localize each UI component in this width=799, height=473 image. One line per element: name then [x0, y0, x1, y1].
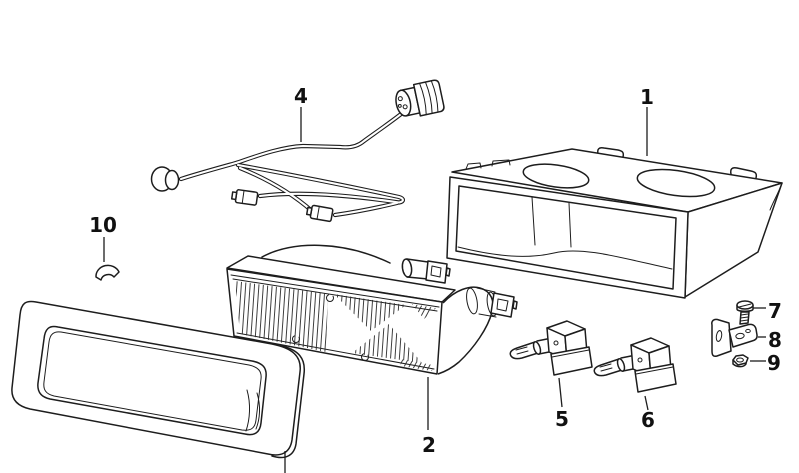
part-3-bezel	[11, 300, 306, 459]
callout-label-fog-light: 2	[422, 433, 436, 457]
callout-label-bulb-right: 6	[641, 408, 655, 432]
callout-label-nut: 9	[767, 351, 781, 375]
callout-label-bracket: 8	[768, 328, 782, 352]
bezel-outer-edge	[11, 300, 301, 456]
callout-label-screw: 7	[768, 299, 782, 323]
lens-screw-mark	[361, 353, 369, 361]
bezel-depth-edge	[271, 345, 306, 459]
part-6-bulb	[593, 337, 677, 393]
housing-opening	[455, 185, 677, 290]
part-10-clip	[95, 264, 120, 281]
bezel-inner-opening	[37, 325, 267, 436]
harness-connector-a	[230, 189, 259, 206]
bulb-holder-base	[550, 346, 593, 376]
fog-light-socket-upper	[401, 258, 451, 284]
harness-connector-b	[305, 204, 334, 223]
fog-light-dome	[261, 244, 391, 264]
callout-label-bulb-left: 5	[555, 407, 569, 431]
housing-cutout-right	[636, 168, 716, 198]
housing-cutout-left	[522, 163, 590, 189]
leader-line-part-6	[644, 395, 649, 411]
harness-wires	[178, 107, 409, 218]
part-8-bracket	[711, 318, 758, 357]
part-1-housing	[446, 147, 783, 299]
bezel-inner-lip	[43, 331, 262, 431]
leader-line-part-5	[558, 377, 563, 408]
harness-grommet	[150, 166, 180, 192]
lens-screw-mark	[326, 294, 334, 302]
bracket-horizontal-plate	[728, 323, 758, 348]
housing-front-face	[446, 176, 689, 299]
callout-label-clip: 10	[89, 213, 117, 237]
leader-lines	[103, 107, 766, 473]
callout-label-housing: 1	[640, 85, 654, 109]
callout-labels: 1 4 10 2 5 6 7 8 9	[89, 84, 782, 457]
part-9-nut	[732, 354, 749, 368]
callout-label-wiring-harness: 4	[294, 84, 308, 108]
part-2-fog-light	[226, 244, 518, 375]
fog-light-socket-lower	[437, 286, 518, 375]
harness-plug-connector	[395, 79, 445, 117]
fog-light-lens-hatching	[235, 281, 436, 371]
part-7-screw	[736, 300, 754, 325]
lens-screw-mark	[292, 335, 300, 343]
part-5-bulb	[509, 320, 593, 376]
bulb-glass	[509, 341, 539, 360]
part-4-wiring-harness	[150, 79, 445, 223]
